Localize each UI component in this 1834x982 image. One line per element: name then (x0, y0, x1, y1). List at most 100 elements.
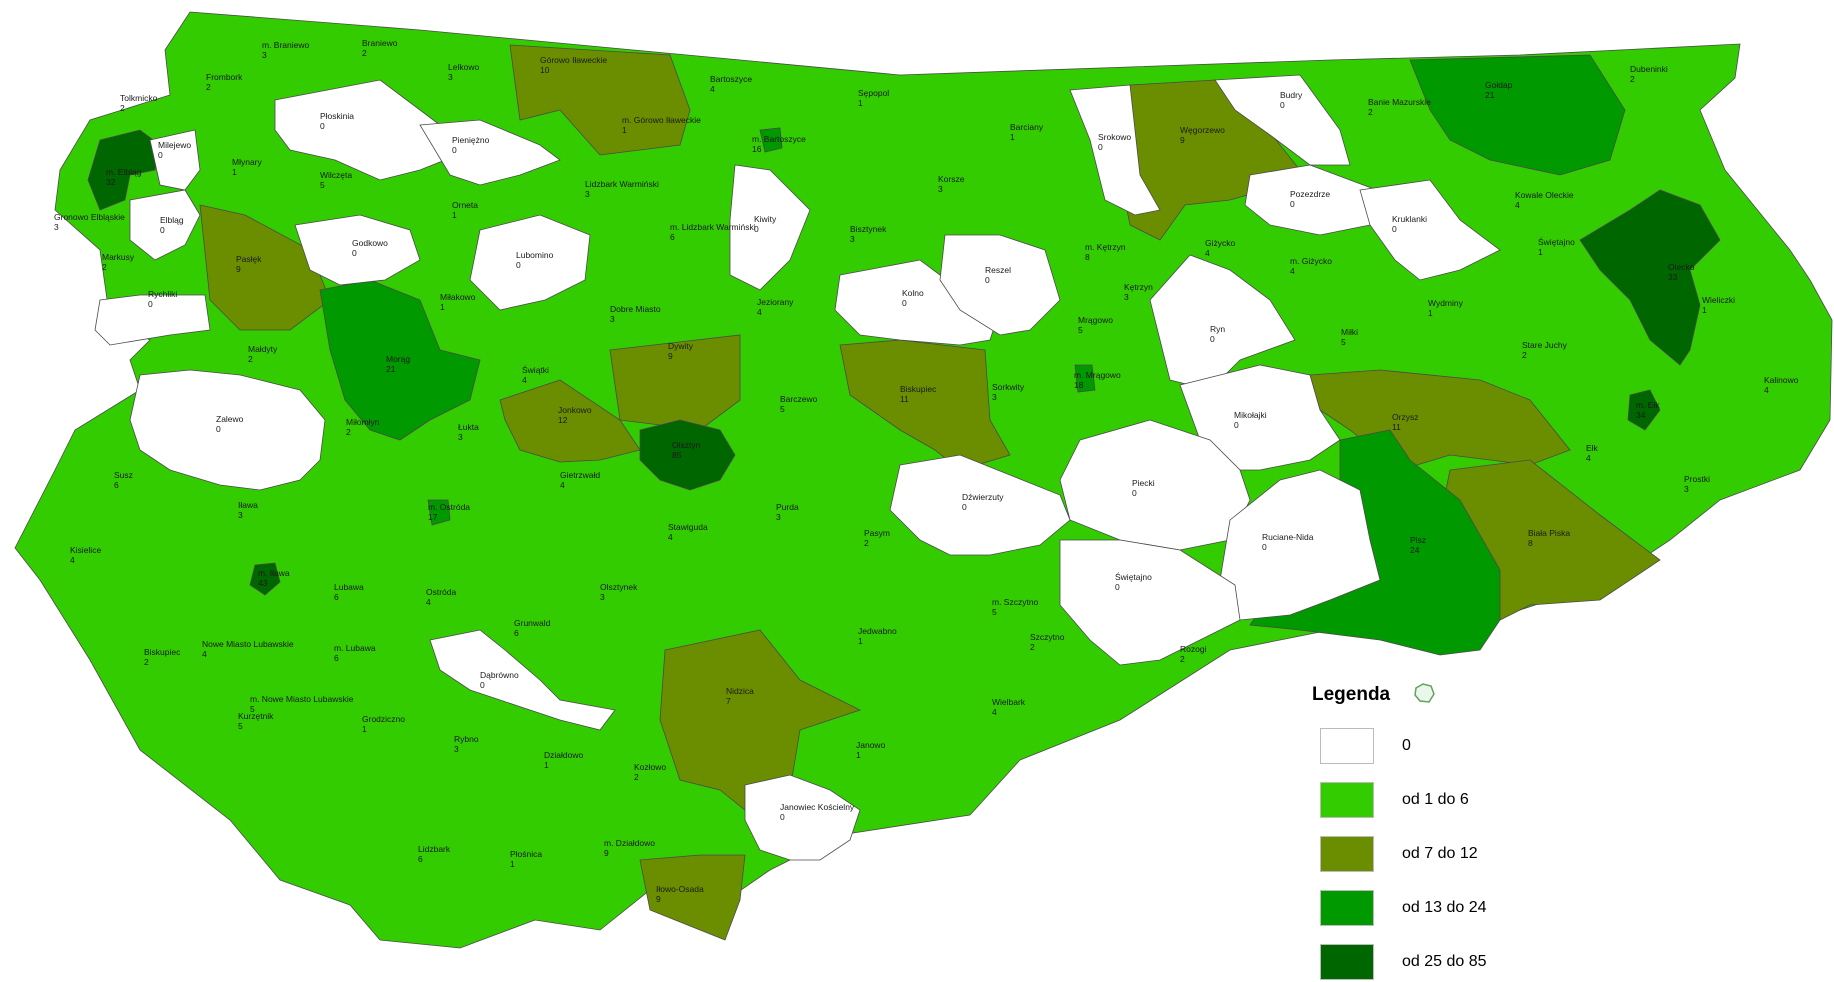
unit-value: 5 (1078, 325, 1083, 335)
unit-name: m. Górowo Iławeckie (622, 115, 701, 125)
unit-value: 0 (1392, 224, 1397, 234)
legend-swatch-1 (1320, 782, 1374, 818)
region-white-pieniezno (419, 119, 561, 186)
unit-value: 2 (1522, 350, 1527, 360)
unit-value: 24 (1410, 545, 1420, 555)
unit-name: Reszel (985, 265, 1011, 275)
unit-value: 0 (962, 502, 967, 512)
region-verydark-olecko (1579, 189, 1721, 366)
legend-item-1: od 1 do 6 (1320, 782, 1620, 820)
unit-name: Gronowo Elbląskie (54, 212, 125, 222)
region-white-dabrowno (429, 629, 616, 731)
unit-value: 9 (236, 264, 241, 274)
unit-value: 4 (522, 375, 527, 385)
unit-value: 2 (1368, 107, 1373, 117)
unit-name: m. Ostróda (428, 502, 470, 512)
unit-name: Biała Piska (1528, 528, 1570, 538)
region-verydark-olsztyn (639, 419, 736, 491)
unit-value: 43 (258, 578, 268, 588)
unit-value: 18 (1074, 380, 1084, 390)
legend-label-3: od 13 do 24 (1402, 899, 1487, 916)
unit-name: m. Bartoszyce (752, 134, 806, 144)
unit-value: 11 (900, 394, 909, 404)
legend-item-2: od 7 do 12 (1320, 836, 1620, 874)
region-olive-iłowo (639, 854, 746, 941)
unit-name: Jedwabno (858, 626, 897, 636)
region-dark-mragowo-town (1074, 364, 1096, 393)
unit-value: 0 (780, 812, 785, 822)
region-white-janowiec (744, 774, 861, 861)
unit-name: Orneta (452, 200, 478, 210)
unit-value: 3 (850, 234, 855, 244)
unit-name: Pasym (864, 528, 890, 538)
unit-name: Pasłęk (236, 254, 262, 264)
unit-value: 0 (1098, 142, 1103, 152)
unit-value: 3 (238, 510, 243, 520)
unit-name: m. Giżycko (1290, 256, 1332, 266)
unit-value: 3 (448, 72, 453, 82)
unit-value: 1 (858, 636, 863, 646)
unit-value: 12 (558, 415, 568, 425)
unit-name: m. Braniewo (262, 40, 310, 50)
unit-value: 4 (202, 649, 207, 659)
region-white-godkowo (294, 214, 421, 286)
unit-value: 6 (334, 592, 339, 602)
unit-value: 3 (938, 184, 943, 194)
unit-value: 21 (386, 364, 396, 374)
unit-name: Miłki (1341, 327, 1358, 337)
region-white-swietajno (1059, 539, 1241, 666)
unit-value: 1 (544, 760, 549, 770)
unit-name: Bisztynek (850, 224, 887, 234)
unit-name: Węgorzewo (1180, 125, 1225, 135)
unit-name: Orzysz (1392, 412, 1418, 422)
unit-value: 3 (585, 189, 590, 199)
unit-name: Łukta (458, 422, 479, 432)
unit-value: 4 (992, 707, 997, 717)
unit-value: 0 (480, 680, 485, 690)
unit-value: 5 (1341, 337, 1346, 347)
region-olive-jonkowo (499, 379, 641, 463)
legend-title: Legenda (1312, 684, 1391, 705)
unit-name: Jonkowo (558, 405, 592, 415)
unit-name: m. Lubawa (334, 643, 376, 653)
unit-name: Ełk (1586, 443, 1599, 453)
unit-name: Kiwity (754, 214, 777, 224)
unit-name: Banie Mazurskie (1368, 97, 1431, 107)
region-olive-dywity (609, 334, 741, 431)
unit-name: Kowale Oleckie (1515, 190, 1574, 200)
unit-name: Wieliczki (1702, 295, 1735, 305)
unit-name: Lidzbark Warmiński (585, 179, 659, 189)
unit-value: 5 (992, 607, 997, 617)
unit-name: Rozogi (1180, 644, 1207, 654)
unit-name: Sorkwity (992, 382, 1025, 392)
